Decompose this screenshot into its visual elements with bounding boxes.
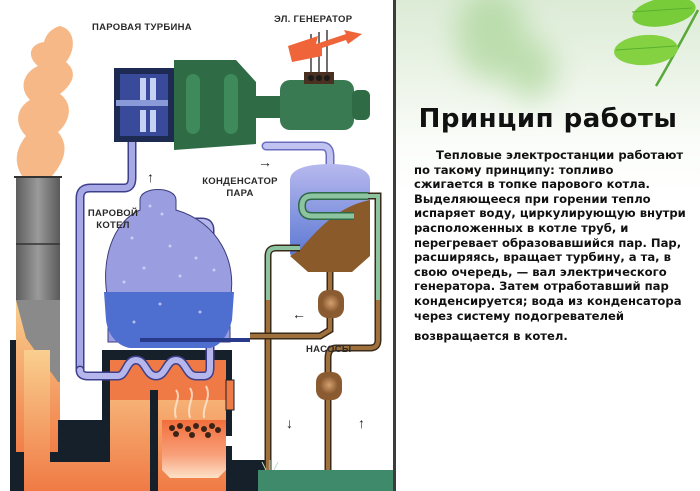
coal-bed: [169, 423, 221, 438]
arrow-down-icon: ↓: [286, 415, 293, 431]
label-pumps: НАСОСЫ: [306, 344, 352, 355]
diagram-illustration: [10, 26, 393, 491]
smoke-plume: [16, 26, 73, 176]
description-paragraph: Тепловые электростанции работают по тако…: [414, 148, 686, 323]
arrow-right-icon: →: [258, 154, 272, 170]
steam-turbine: [114, 30, 370, 150]
power-plant-diagram: ПАРОВАЯ ТУРБИНА ЭЛ. ГЕНЕРАТОР КОНДЕНСАТО…: [10, 14, 393, 491]
description-panel: Принцип работы Тепловые электростанции р…: [396, 0, 700, 491]
water-reservoir: [258, 470, 393, 491]
description-text: Тепловые электростанции работают по тако…: [414, 148, 686, 344]
label-generator: ЭЛ. ГЕНЕРАТОР: [274, 14, 353, 25]
leaf-branch-icon: [614, 0, 700, 87]
electricity-arrow: [288, 30, 362, 62]
arrow-left-icon: ←: [292, 306, 306, 322]
arrow-up-icon: ↑: [147, 169, 154, 185]
pumps: [316, 290, 344, 400]
blurred-leaf-decoration: [506, 40, 556, 100]
label-condenser: КОНДЕНСАТОР ПАРА: [202, 176, 278, 199]
label-boiler: ПАРОВОЙ КОТЕЛ: [87, 208, 139, 231]
steam-pipes: [75, 95, 335, 381]
label-steam-turbine: ПАРОВАЯ ТУРБИНА: [92, 22, 192, 33]
divider-line: [393, 0, 396, 491]
arrow-up-icon: ↑: [358, 415, 365, 431]
boiler-drum: [104, 189, 250, 348]
condenser: [290, 164, 370, 272]
cooling-pipes: [250, 192, 382, 480]
description-last-line: возвращается в котел.: [414, 329, 568, 344]
page-title: Принцип работы: [418, 104, 678, 134]
